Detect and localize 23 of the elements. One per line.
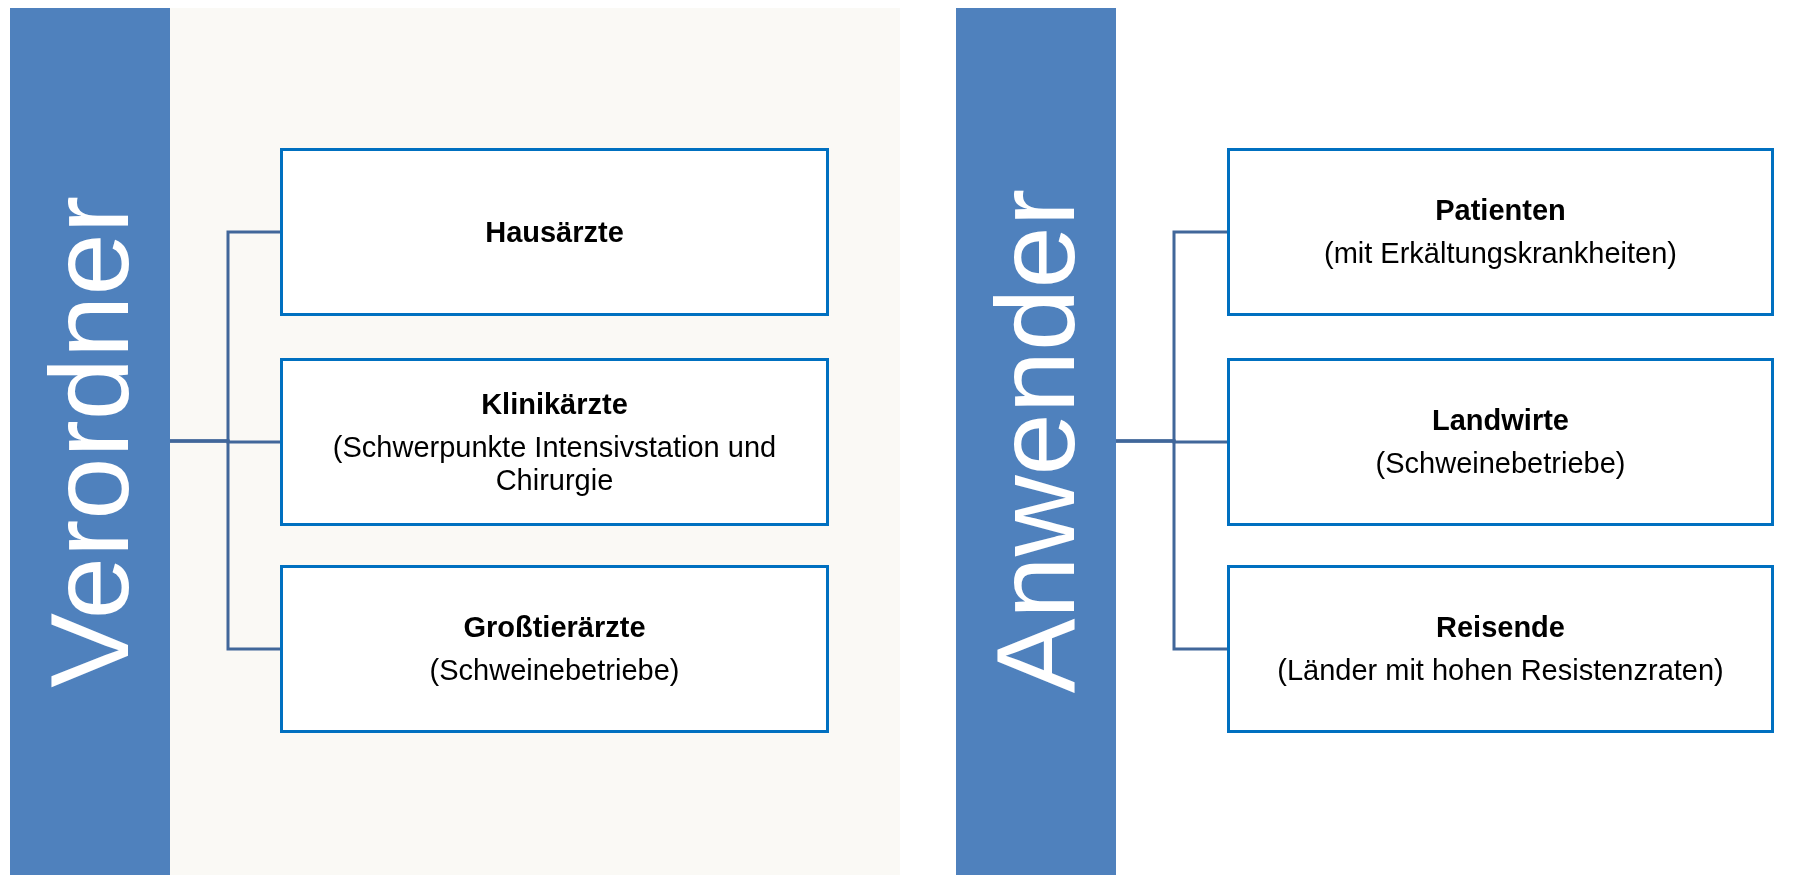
connector-line: [170, 439, 280, 651]
box-description: (mit Erkältungskrankheiten): [1324, 237, 1677, 270]
category-box: [1227, 358, 1774, 526]
box-description: (Schweinebetriebe): [1375, 447, 1626, 480]
side-band: [10, 8, 170, 875]
box-heading: Klinikärzte: [481, 387, 628, 421]
box-heading: Patienten: [1435, 194, 1566, 227]
connector-line: [1116, 439, 1227, 651]
box-heading: Großtierärzte: [463, 611, 646, 644]
box-heading: Reisende: [1436, 611, 1565, 644]
band-title: Anwender: [980, 189, 1092, 694]
box-description: (Schweinebetriebe): [429, 654, 680, 687]
category-box: [1227, 148, 1774, 316]
box-description: (Schwerpunkte Intensivstation und Chirurgie: [331, 430, 778, 497]
category-box: [1227, 565, 1774, 733]
category-box: [280, 565, 829, 733]
box-heading: Hausärzte: [485, 215, 624, 249]
category-box: [280, 148, 829, 316]
box-heading: Landwirte: [1432, 404, 1569, 437]
box-description: (Länder mit hohen Resistenzraten): [1277, 654, 1724, 687]
band-title: Verordner: [34, 195, 146, 688]
side-band: [956, 8, 1116, 875]
category-box: [280, 358, 829, 526]
